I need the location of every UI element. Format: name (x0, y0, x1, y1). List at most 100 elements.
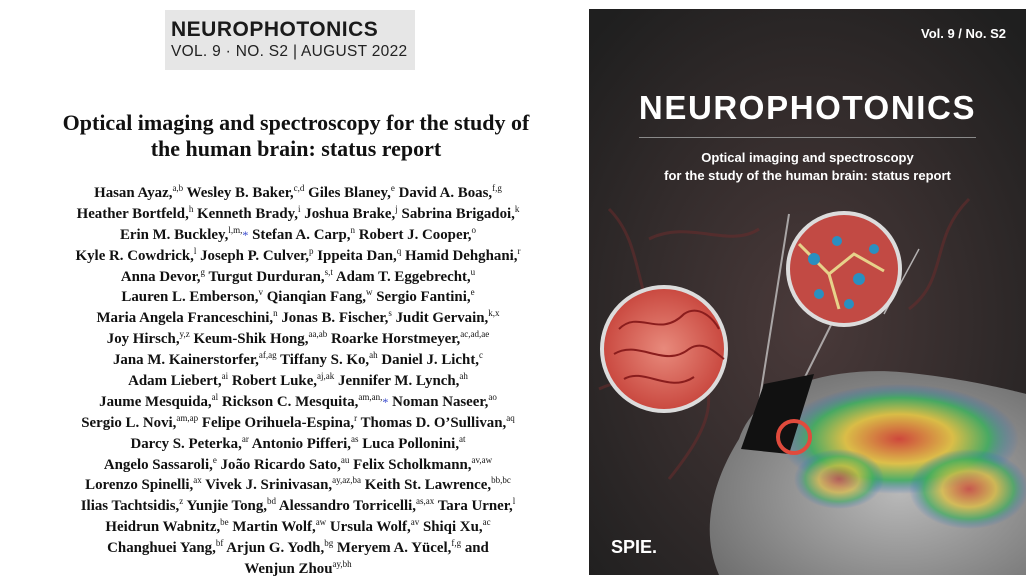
author-name: Heather Bortfeld, (76, 205, 189, 222)
affiliation-superscript: g (200, 266, 206, 277)
author-name: and (464, 540, 489, 557)
affiliation-superscript: bg (324, 538, 334, 549)
affiliation-superscript: as,ax (415, 496, 435, 507)
author-name: Ilias Tachtsidis, (80, 498, 180, 515)
author-name: Meryem A. Yücel, (336, 540, 452, 557)
author-name: Adam T. Eggebrecht, (335, 268, 471, 285)
affiliation-superscript: n (350, 224, 356, 235)
journal-header: NEUROPHOTONICS VOL. 9 · NO. S2 | AUGUST … (165, 10, 415, 70)
author-name: Maria Angela Franceschini, (96, 310, 274, 327)
affiliation-superscript: c (479, 350, 484, 361)
author-name: Darcy S. Peterka, (130, 435, 242, 452)
affiliation-superscript: e (212, 454, 217, 465)
author-name: Thomas D. O’Sullivan, (360, 414, 507, 431)
affiliation-superscript: n (273, 308, 278, 319)
author-name: Kenneth Brady, (197, 205, 298, 222)
author-name: Shiqi Xu, (422, 519, 483, 536)
affiliation-superscript: f,g (492, 183, 502, 193)
author-name: Hamid Dehghani, (404, 247, 518, 264)
author-name: Lauren L. Emberson, (121, 289, 259, 306)
affiliation-superscript: ah (459, 371, 468, 382)
author-line: Sergio L. Novi,am,ap Felipe Orihuela-Esp… (8, 413, 588, 434)
author-line: Kyle R. Cowdrick,l Joseph P. Culver,p Ip… (8, 246, 588, 267)
author-name: Tara Urner, (437, 498, 513, 515)
journal-name: NEUROPHOTONICS (171, 18, 379, 41)
publisher-logo: SPIE. (611, 537, 658, 557)
author-name: Felipe Orihuela-Espina, (201, 414, 355, 431)
affiliation-superscript: af,ag (258, 350, 277, 361)
affiliation-superscript: aa,ab (308, 329, 328, 340)
author-line: Lauren L. Emberson,v Qianqian Fang,w Ser… (8, 287, 588, 308)
author-name: Jana M. Kainerstorfer, (112, 352, 259, 369)
author-name: João Ricardo Sato, (220, 456, 341, 473)
author-list: Hasan Ayaz,a,b Wesley B. Baker,c,d Giles… (8, 183, 588, 580)
cover-title: NEUROPHOTONICS (638, 89, 977, 126)
author-line: Jaume Mesquida,al Rickson C. Mesquita,am… (8, 392, 588, 413)
corresponding-author-link[interactable]: * (242, 227, 249, 242)
author-name: Noman Naseer, (392, 393, 489, 410)
affiliation-superscript: as (351, 433, 359, 444)
author-name: Arjun G. Yodh, (226, 540, 325, 557)
author-name: Sergio L. Novi, (81, 414, 177, 431)
author-line: Heather Bortfeld,h Kenneth Brady,i Joshu… (8, 204, 588, 225)
author-name: Turgut Durduran, (208, 268, 325, 285)
author-name: Tiffany S. Ko, (280, 352, 370, 369)
author-name: Martin Wolf, (232, 519, 316, 536)
affiliation-superscript: aj,ak (317, 371, 335, 382)
author-name: Joseph P. Culver, (200, 247, 310, 264)
author-line: Adam Liebert,ai Robert Luke,aj,ak Jennif… (8, 371, 588, 392)
author-name: Erin M. Buckley, (119, 226, 229, 243)
affiliation-superscript: am,an, (358, 391, 383, 402)
author-name: Antonio Pifferi, (251, 435, 351, 452)
author-line: Jana M. Kainerstorfer,af,ag Tiffany S. K… (8, 350, 588, 371)
corresponding-author-link[interactable]: * (382, 394, 389, 409)
affiliation-superscript: be (220, 517, 229, 528)
affiliation-superscript: j (395, 203, 398, 214)
author-line: Joy Hirsch,y,z Keum-Shik Hong,aa,ab Roar… (8, 329, 588, 350)
affiliation-superscript: aw (315, 517, 327, 528)
cover-artwork (589, 9, 1026, 575)
affiliation-superscript: bb,bc (491, 475, 511, 486)
author-name: Daniel J. Licht, (381, 352, 480, 369)
affiliation-superscript: ah (369, 350, 378, 361)
affiliation-superscript: ai (221, 371, 229, 382)
author-name: Adam Liebert, (128, 373, 222, 390)
author-name: Yunjie Tong, (186, 498, 268, 515)
paper-title: Optical imaging and spectroscopy for the… (20, 110, 572, 162)
affiliation-superscript: av,aw (471, 454, 493, 465)
affiliation-superscript: q (396, 245, 402, 256)
affiliation-superscript: ax (193, 475, 202, 486)
affiliation-superscript: f,g (451, 538, 462, 549)
affiliation-superscript: ac,ad,ae (460, 329, 490, 340)
affiliation-superscript: av (410, 517, 420, 528)
author-name: Felix Scholkmann, (353, 456, 472, 473)
cover-subtitle-line: Optical imaging and spectroscopy (701, 150, 914, 165)
affiliation-superscript: aq (506, 412, 515, 423)
paper-title-line: Optical imaging and spectroscopy for the… (62, 110, 530, 135)
author-name: Wesley B. Baker, (186, 185, 294, 201)
affiliation-superscript: bd (267, 496, 277, 507)
affiliation-superscript: k (514, 203, 520, 214)
affiliation-superscript: u (470, 266, 476, 277)
cover-volume: Vol. 9 / No. S2 (920, 26, 1006, 41)
author-name: Rickson C. Mesquita, (221, 393, 359, 410)
author-line: Heidrun Wabnitz,be Martin Wolf,aw Ursula… (8, 517, 588, 538)
author-name: Jaume Mesquida, (99, 393, 212, 410)
affiliation-superscript: s (388, 308, 392, 319)
paper-title-line: the human brain: status report (150, 136, 442, 161)
affiliation-superscript: i (298, 203, 301, 214)
author-name: Ursula Wolf, (329, 519, 411, 536)
author-line: Wenjun Zhouay,bh (8, 559, 588, 580)
affiliation-superscript: au (340, 454, 350, 465)
author-name: Robert J. Cooper, (358, 226, 472, 243)
author-name: Robert Luke, (231, 373, 318, 390)
author-name: Anna Devor, (120, 268, 201, 285)
affiliation-superscript: a,b (172, 183, 184, 193)
affiliation-superscript: k,x (488, 308, 500, 319)
affiliation-superscript: r (354, 412, 358, 423)
author-line: Anna Devor,g Turgut Durduran,s,t Adam T.… (8, 267, 588, 288)
affiliation-superscript: y,z (179, 329, 190, 340)
author-name: Giles Blaney, (308, 185, 391, 201)
author-name: Sergio Fantini, (376, 289, 471, 306)
author-name: Keith St. Lawrence, (364, 477, 492, 494)
